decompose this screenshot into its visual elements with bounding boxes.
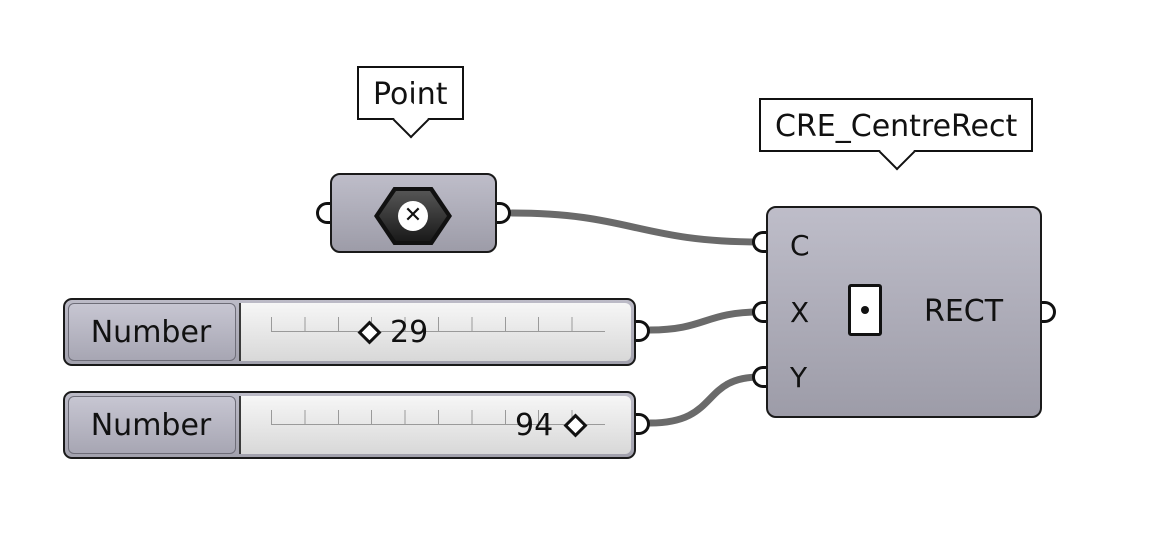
point-tag: Point xyxy=(357,66,464,139)
slider-1-label-box xyxy=(68,303,236,361)
point-parameter[interactable]: ✕ xyxy=(330,173,497,253)
x-icon: ✕ xyxy=(398,201,428,231)
slider-1-diamond-icon[interactable] xyxy=(357,319,382,345)
slider-1-handle[interactable]: 29 xyxy=(357,303,429,361)
point-param-icon: ✕ xyxy=(374,187,452,245)
slider-2-ticks xyxy=(271,410,605,425)
slider-1-track[interactable]: 29 xyxy=(239,303,631,361)
slider-2-label-box xyxy=(68,396,236,454)
component-tag: CRE_CentreRect xyxy=(759,98,1034,171)
centre-rect-component[interactable]: C X Y RECT xyxy=(766,206,1042,418)
input-label-c: C xyxy=(790,229,810,262)
input-grip-c[interactable] xyxy=(752,231,766,253)
slider-1-label: Number xyxy=(90,314,212,350)
slider-1-value: 29 xyxy=(390,314,429,350)
slider-2-value: 94 xyxy=(515,407,554,443)
wire-slider2-to-y xyxy=(646,373,764,427)
slider-2-handle[interactable]: 94 xyxy=(515,396,588,454)
rectangle-centre-dot xyxy=(861,306,869,314)
slider-2-diamond-icon[interactable] xyxy=(563,412,588,438)
slider-2-label: Number xyxy=(90,407,212,443)
output-grip-rect[interactable] xyxy=(1042,301,1056,323)
slider-2-track[interactable]: 94 xyxy=(239,396,631,454)
input-label-x: X xyxy=(790,296,810,329)
input-label-y: Y xyxy=(790,361,808,394)
wire-slider1-to-x xyxy=(646,308,764,334)
number-slider-2[interactable]: Number 94 xyxy=(63,391,636,459)
input-grip-x[interactable] xyxy=(752,301,766,323)
point-output-grip[interactable] xyxy=(497,202,511,224)
slider-1-output-grip[interactable] xyxy=(636,320,650,342)
rectangle-centre-icon xyxy=(848,284,882,336)
slider-1-ticks xyxy=(271,317,605,332)
wire-point-to-c xyxy=(508,209,764,246)
output-label-rect: RECT xyxy=(924,294,1004,329)
point-input-grip[interactable] xyxy=(316,202,330,224)
number-slider-1[interactable]: Number 29 xyxy=(63,298,636,366)
input-grip-y[interactable] xyxy=(752,366,766,388)
slider-2-output-grip[interactable] xyxy=(636,413,650,435)
